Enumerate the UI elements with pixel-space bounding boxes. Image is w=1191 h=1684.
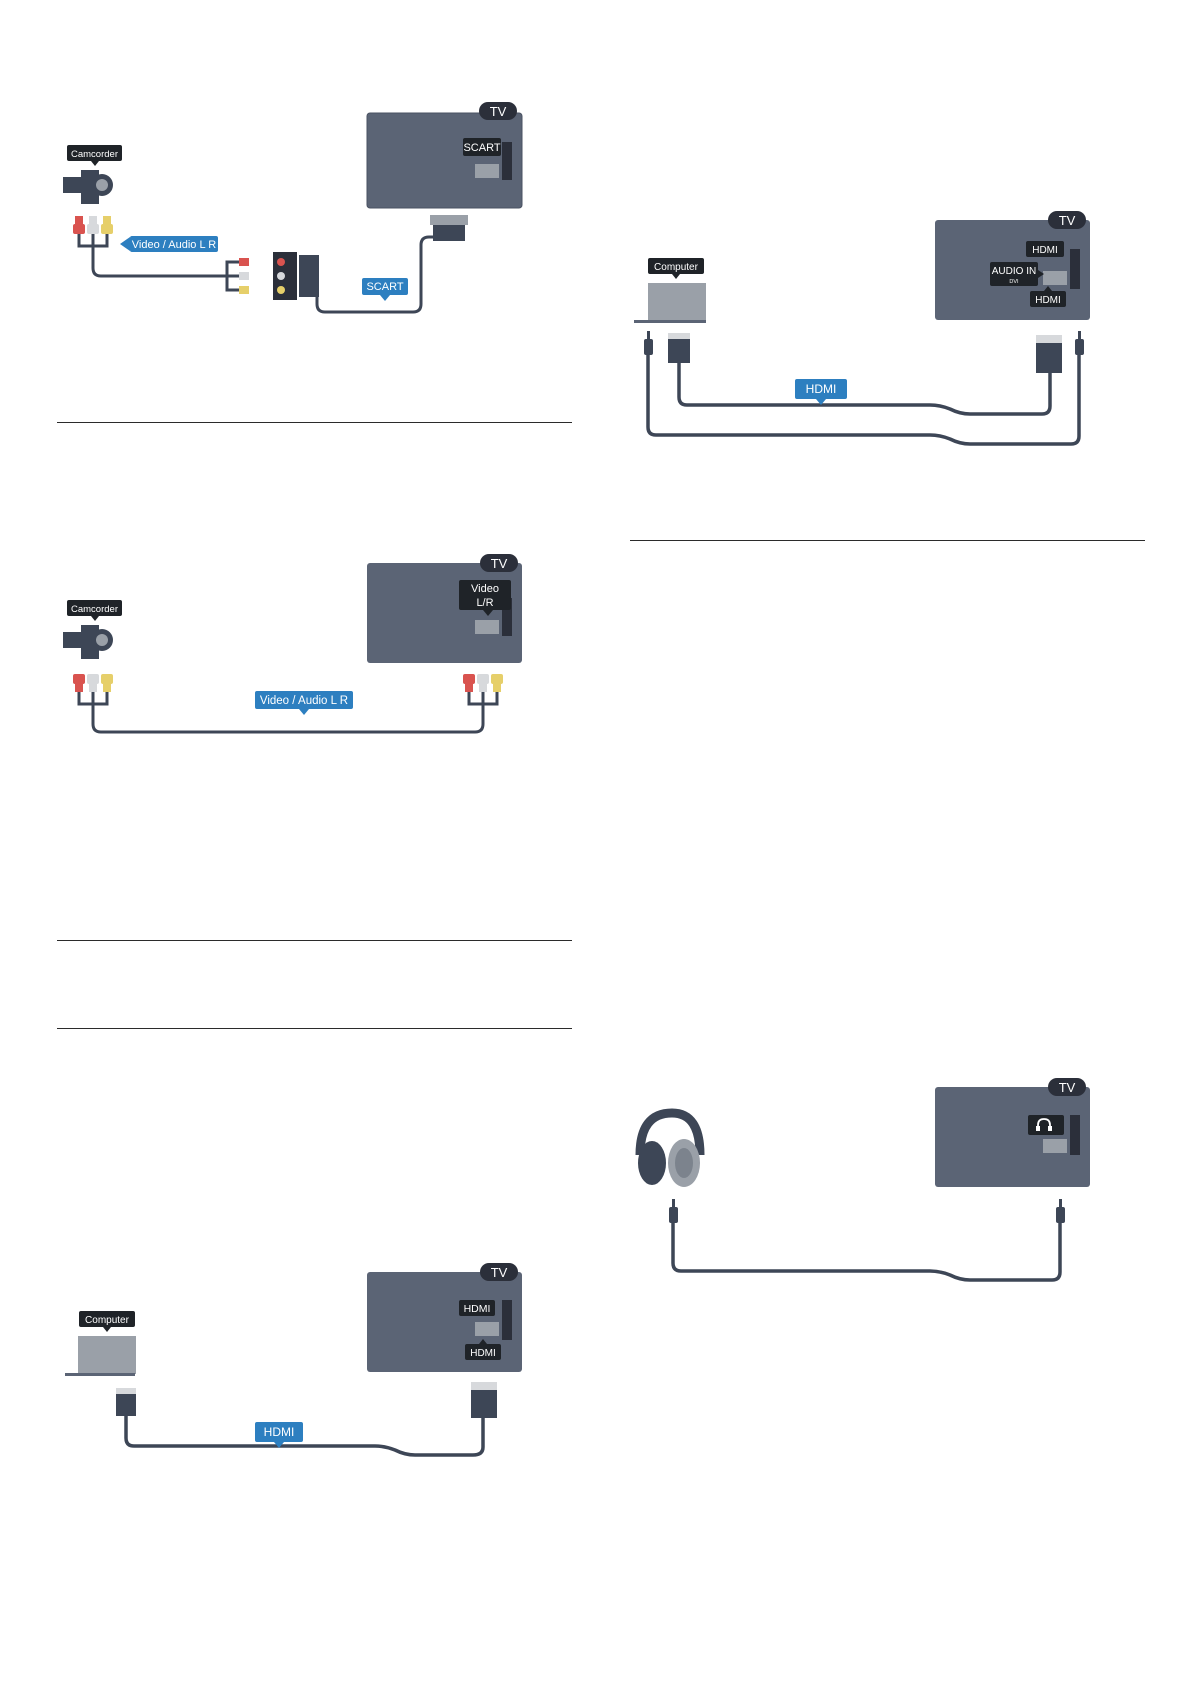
- camcorder-callout: Camcorder: [67, 600, 122, 621]
- rca-plugs-camcorder: [73, 216, 113, 234]
- hdmi-port-label-1: HDMI: [1032, 245, 1058, 256]
- divider: [57, 940, 572, 941]
- scart-port-label: SCART: [463, 142, 500, 154]
- headphones-icon: [635, 1108, 705, 1187]
- camcorder-icon: [63, 170, 113, 204]
- tv-badge: TV: [479, 102, 517, 120]
- hdmi-port-label-2: HDMI: [470, 1348, 496, 1359]
- tv-label: TV: [491, 1265, 508, 1280]
- video-port-callout: Video L/R: [459, 580, 511, 616]
- diagram-headphones: TV: [635, 1078, 1090, 1282]
- audio-jack-tv: [1075, 331, 1084, 355]
- rca-plugs-camcorder: [73, 674, 113, 692]
- divider: [57, 422, 572, 423]
- camcorder-callout: Camcorder: [67, 145, 122, 166]
- scart-plug-tv: [430, 215, 468, 241]
- scart-adapter: [239, 252, 319, 300]
- diagram-camcorder-scart: TV SCART Camcorder Video / Audio L R: [63, 102, 523, 314]
- divider: [57, 1028, 572, 1029]
- tv-badge: TV: [1048, 211, 1086, 229]
- hdmi-plug-tv: [471, 1382, 497, 1418]
- hdmi-cable: [124, 1416, 485, 1457]
- hdmi-cable: [677, 363, 1052, 416]
- tv-screen: [366, 112, 523, 209]
- tv-badge: TV: [1048, 1078, 1086, 1096]
- video-port-label: Video: [471, 583, 499, 595]
- lr-port-label: L/R: [476, 597, 493, 609]
- hdmi-cable-callout: HDMI: [255, 1422, 303, 1448]
- hdmi-port-label-1: HDMI: [464, 1303, 491, 1315]
- hdmi-plug-tv: [1036, 335, 1062, 373]
- audio-jack-headphones: [669, 1199, 678, 1223]
- rca-cable: [77, 234, 241, 292]
- computer-label: Computer: [654, 262, 699, 273]
- computer-callout: Computer: [79, 1311, 135, 1332]
- audio-cable: [646, 355, 1081, 446]
- headphone-port-icon: [1028, 1115, 1064, 1135]
- video-audio-callout: Video / Audio L R: [120, 236, 218, 252]
- audio-jack-tv: [1056, 1199, 1065, 1223]
- computer-label: Computer: [85, 1315, 130, 1326]
- hdmi-port-callout-2: HDMI: [1030, 286, 1066, 307]
- scart-port: [475, 142, 512, 180]
- laptop-icon: [65, 1336, 136, 1376]
- hdmi-cable-callout: HDMI: [795, 379, 847, 405]
- diagram-computer-hdmi: TV HDMI HDMI Computer HDMI: [65, 1263, 522, 1457]
- headphone-port: [1043, 1115, 1080, 1155]
- hdmi-port-callout: HDMI HDMI: [459, 1300, 501, 1360]
- rca-cable: [77, 692, 499, 734]
- laptop-icon: [634, 283, 706, 323]
- tv-label: TV: [1059, 1080, 1076, 1095]
- hdmi-port: [1043, 249, 1080, 289]
- tv-screen: [367, 563, 522, 663]
- camcorder-icon: [63, 625, 113, 659]
- audio-in-label: AUDIO IN: [992, 266, 1036, 277]
- hdmi-port-label-2: HDMI: [1035, 295, 1061, 306]
- hdmi-port-callout: HDMI: [1026, 241, 1064, 257]
- diagram-computer-dvi-audio: TV HDMI AUDIO IN DVI HDMI Computer: [634, 211, 1090, 446]
- audio-jack-computer: [644, 331, 653, 355]
- scart-cable-label: SCART: [366, 281, 403, 293]
- video-audio-label: Video / Audio L R: [260, 695, 348, 707]
- hdmi-plug-computer: [116, 1388, 136, 1416]
- camcorder-label: Camcorder: [71, 149, 118, 160]
- diagram-camcorder-video: TV Video L/R Camcorder: [63, 554, 522, 734]
- scart-port-callout: SCART: [463, 138, 501, 156]
- tv-badge: TV: [480, 1263, 518, 1281]
- scart-cable: [315, 220, 441, 314]
- hdmi-plug-computer: [668, 333, 690, 363]
- dvi-label: DVI: [1009, 279, 1019, 285]
- rca-plugs-tv: [463, 674, 503, 692]
- audio-cable: [671, 1223, 1062, 1282]
- divider: [630, 540, 1145, 541]
- hdmi-port: [475, 1300, 512, 1340]
- hdmi-cable-label: HDMI: [264, 1425, 295, 1439]
- scart-cable-callout: SCART: [362, 278, 408, 301]
- camcorder-label: Camcorder: [71, 604, 118, 615]
- audio-in-dvi-callout: AUDIO IN DVI: [990, 262, 1044, 286]
- tv-badge: TV: [480, 554, 518, 572]
- computer-callout: Computer: [648, 258, 704, 279]
- hdmi-cable-label: HDMI: [806, 382, 837, 396]
- tv-label: TV: [1059, 213, 1076, 228]
- tv-screen: [935, 1087, 1090, 1187]
- video-audio-callout: Video / Audio L R: [255, 691, 353, 715]
- tv-label: TV: [491, 556, 508, 571]
- video-audio-label: Video / Audio L R: [132, 239, 216, 251]
- video-port: [475, 598, 512, 636]
- tv-label: TV: [490, 104, 507, 119]
